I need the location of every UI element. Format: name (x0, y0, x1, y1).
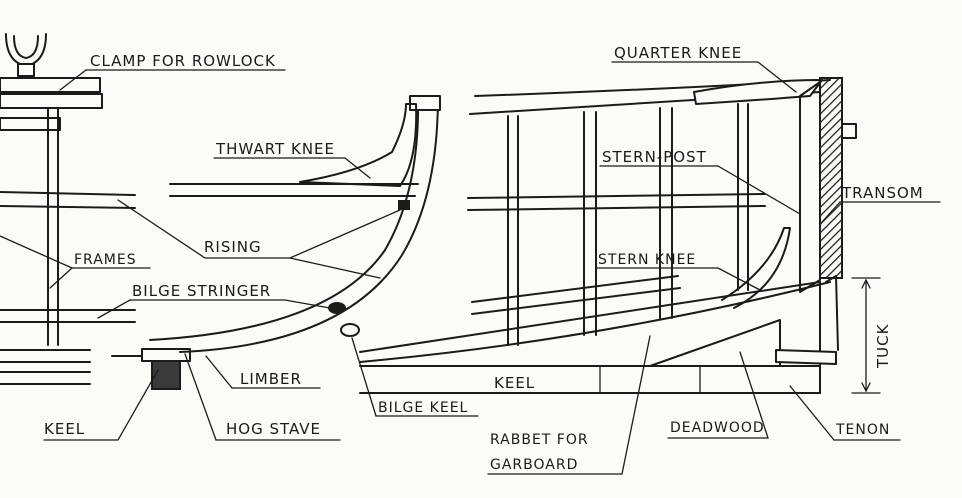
label-hog-stave: HOG STAVE (226, 420, 321, 438)
label-quarter-knee: QUARTER KNEE (614, 44, 742, 62)
label-tuck: TUCK (874, 323, 892, 369)
label-bilge-keel: BILGE KEEL (378, 400, 468, 416)
label-keel-center: KEEL (494, 374, 535, 392)
label-keel-left: KEEL (44, 420, 85, 438)
label-thwart-knee: THWART KNEE (215, 140, 335, 158)
gunwale (0, 77, 101, 93)
tenon-part (775, 349, 837, 365)
label-rabbet-line1: RABBET FOR (490, 432, 589, 448)
label-clamp-for-rowlock: CLAMP FOR ROWLOCK (90, 52, 276, 70)
label-transom: TRANSOM (841, 184, 924, 202)
midship-section (0, 33, 441, 390)
clamp-for-rowlock-part (0, 93, 103, 109)
label-rabbet-line2: GARBOARD (490, 457, 578, 473)
label-rising: RISING (204, 238, 262, 256)
rowlock-icon (5, 33, 47, 67)
label-bilge-stringer: BILGE STRINGER (132, 282, 271, 300)
inwale (0, 117, 61, 131)
bilge-keel-part (340, 323, 360, 337)
stern-elevation (359, 77, 881, 394)
transom-part (819, 77, 843, 279)
leader-lines (0, 61, 941, 475)
bilge-stringer-part (328, 302, 346, 314)
keel-section (151, 360, 181, 390)
label-frames: FRAMES (74, 252, 137, 268)
quarter-knee-part (693, 79, 823, 105)
hog-stave-part (141, 348, 191, 362)
label-limber: LIMBER (240, 370, 302, 388)
label-tenon: TENON (835, 422, 890, 438)
label-deadwood: DEADWOOD (670, 420, 765, 436)
rowlock-socket (17, 63, 35, 77)
label-stern-post: STERN-POST (602, 148, 707, 166)
label-stern-knee: STERN KNEE (598, 252, 696, 268)
